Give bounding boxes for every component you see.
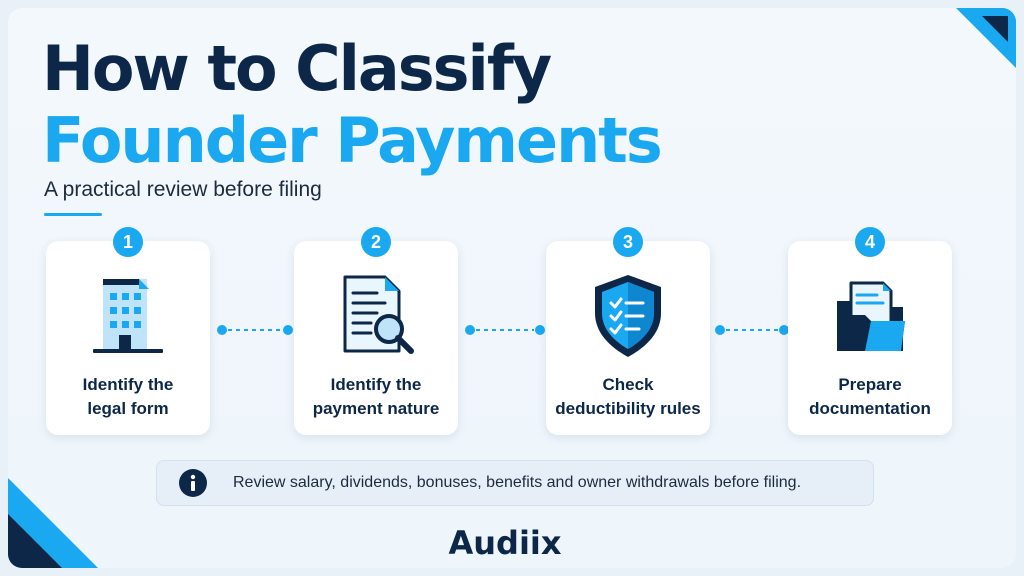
page-title-line-1: How to Classify [42, 32, 552, 105]
step-label-line-2: payment nature [312, 399, 440, 418]
step-label-line-2: documentation [809, 399, 931, 418]
step-label-line-1: Identify the [330, 375, 422, 394]
step-label: Check deductibility rules [546, 373, 710, 421]
brand-logo-text: Audiix [448, 524, 562, 562]
step-label-line-1: Identify the [82, 375, 174, 394]
step-label: Identify the legal form [46, 373, 210, 421]
page-title-line-2: Founder Payments [42, 104, 663, 177]
step-connector-3 [715, 325, 789, 335]
building-icon [93, 279, 163, 353]
step-label: Prepare documentation [788, 373, 952, 421]
step-number-badge: 1 [113, 227, 143, 257]
info-icon [179, 469, 207, 497]
brand-logo: Audiix [440, 523, 570, 563]
document-search-icon [343, 275, 414, 354]
step-number-badge: 3 [613, 227, 643, 257]
step-connector-1 [217, 325, 293, 335]
step-label-line-2: deductibility rules [555, 399, 701, 418]
infographic-canvas: How to Classify Founder Payments A pract… [8, 8, 1016, 568]
folder-icon [837, 281, 905, 351]
step-label-line-1: Check [602, 375, 654, 394]
review-note-text: Review salary, dividends, bonuses, benef… [233, 474, 802, 491]
step-label-line-1: Prepare [838, 375, 902, 394]
step-number-badge: 4 [855, 227, 885, 257]
subtitle-underline [44, 213, 102, 216]
review-note: Review salary, dividends, bonuses, benef… [156, 460, 874, 506]
step-label: Identify the payment nature [294, 373, 458, 421]
step-card-3: 3 Check deductibility rules [546, 227, 710, 435]
corner-decoration-bottom-left [8, 478, 98, 568]
step-card-1: 1 Identify the legal form [46, 227, 210, 435]
step-connector-2 [465, 325, 545, 335]
corner-decoration-top-right [956, 8, 1016, 68]
step-card-4: 4 Prepare documentation [788, 227, 952, 435]
step-card-2: 2 Identify the payment nature [294, 227, 458, 435]
shield-check-icon [595, 275, 661, 357]
step-label-line-2: legal form [87, 399, 169, 418]
page-subtitle: A practical review before filing [44, 178, 322, 201]
step-number-badge: 2 [361, 227, 391, 257]
